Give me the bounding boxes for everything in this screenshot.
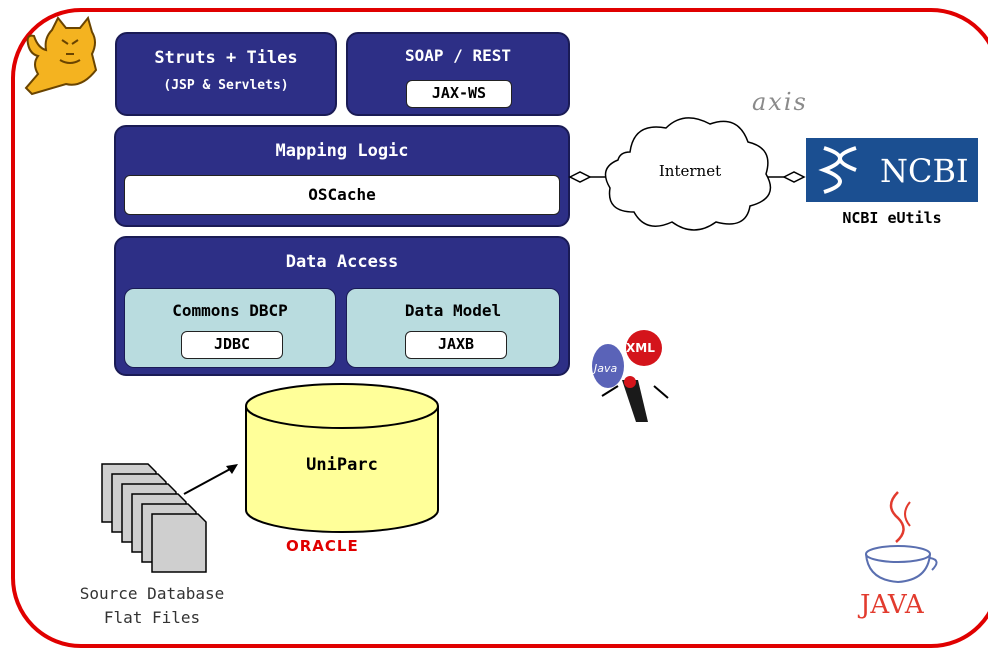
java-logo-text: JAVA xyxy=(860,590,924,620)
tomcat-logo xyxy=(24,15,98,96)
java-cup-icon xyxy=(865,491,938,584)
ncbi-caption: NCBI eUtils xyxy=(842,209,942,227)
mapping-layer-title: Mapping Logic xyxy=(275,141,409,161)
java-badge-label: Java xyxy=(594,362,618,375)
web-layer-subtitle: (JSP & Servlets) xyxy=(163,78,289,93)
oracle-logo: ORACLE xyxy=(286,537,359,555)
commons-dbcp-box: Commons DBCP JDBC xyxy=(124,288,336,368)
data-access-layer: Data Access Commons DBCP JDBC Data Model… xyxy=(114,236,570,376)
commons-dbcp-title: Commons DBCP xyxy=(172,301,288,320)
uniparc-database-icon xyxy=(245,383,439,533)
internet-label: Internet xyxy=(658,162,722,180)
java-xml-duke-icon xyxy=(592,330,669,422)
flat-files-caption-2: Flat Files xyxy=(103,608,201,627)
flat-files-icon xyxy=(101,463,207,573)
oscache-box: OSCache xyxy=(124,175,560,215)
service-layer-title: SOAP / REST xyxy=(405,46,511,65)
mapping-layer: Mapping Logic OSCache xyxy=(114,125,570,227)
xml-badge-label: XML xyxy=(626,341,655,355)
data-access-title: Data Access xyxy=(285,252,399,272)
ncbi-logo: NCBI xyxy=(806,138,978,202)
internet-cloud-icon xyxy=(604,117,772,231)
web-layer: Struts + Tiles (JSP & Servlets) xyxy=(115,32,337,116)
data-model-title: Data Model xyxy=(404,301,502,320)
internet-connectors xyxy=(568,171,806,183)
web-layer-title: Struts + Tiles xyxy=(154,48,298,68)
jax-ws-box: JAX-WS xyxy=(406,80,512,108)
uniparc-label: UniParc xyxy=(306,455,378,475)
flat-files-caption-1: Source Database xyxy=(79,584,225,603)
jaxb-box: JAXB xyxy=(405,331,507,359)
jdbc-box: JDBC xyxy=(181,331,283,359)
axis-logo: axis xyxy=(752,88,808,116)
service-layer: SOAP / REST JAX-WS xyxy=(346,32,570,116)
ncbi-logo-text: NCBI xyxy=(880,152,969,190)
data-model-box: Data Model JAXB xyxy=(346,288,560,368)
import-arrow xyxy=(183,464,238,495)
dna-helix-icon xyxy=(818,146,857,194)
